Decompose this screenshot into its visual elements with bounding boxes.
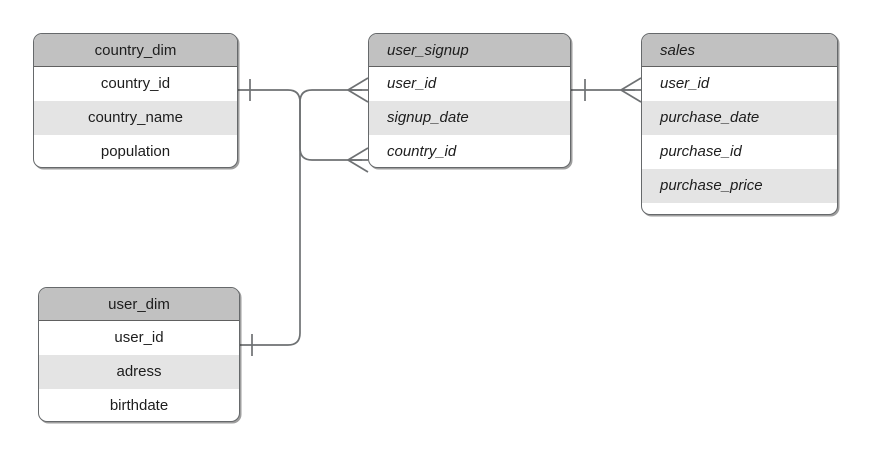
table-user-signup[interactable]: user_signup user_id signup_date country_… [368,33,571,168]
table-user-dim[interactable]: user_dim user_id adress birthdate [38,287,240,422]
table-user-signup-title: user_signup [369,34,570,67]
connector-user-dim-to-user-signup [240,102,301,346]
table-user-signup-column-user-id[interactable]: user_id [387,75,437,92]
cardinality-many-sales-userid [620,77,642,103]
table-user-signup-column-country-id[interactable]: country_id [387,143,457,160]
table-user-dim-column-user-id[interactable]: user_id [114,329,164,346]
table-country-dim[interactable]: country_dim country_id country_name popu… [33,33,238,168]
table-country-dim-title: country_dim [34,34,237,67]
table-sales-title: sales [642,34,837,67]
cardinality-many-user-signup-countryid [347,147,369,173]
table-country-dim-column-population[interactable]: population [100,143,171,160]
table-sales-column-purchase-id[interactable]: purchase_id [660,143,742,160]
table-sales[interactable]: sales user_id purchase_date purchase_id … [641,33,838,215]
table-user-signup-column-signup-date[interactable]: signup_date [369,101,570,135]
table-user-dim-column-adress[interactable]: adress [39,355,239,389]
connector-trunk-to-user-signup-userid [299,89,362,103]
table-sales-column-purchase-price[interactable]: purchase_price [642,169,837,203]
table-user-dim-title: user_dim [39,288,239,321]
cardinality-many-user-signup-userid [347,77,369,103]
table-user-dim-column-birthdate[interactable]: birthdate [109,397,169,414]
table-country-dim-column-country-name[interactable]: country_name [34,101,237,135]
table-sales-column-user-id[interactable]: user_id [660,75,710,92]
table-country-dim-column-country-id[interactable]: country_id [100,75,171,92]
table-sales-column-purchase-date[interactable]: purchase_date [642,101,837,135]
connector-country-dim-to-user-signup [238,89,362,161]
